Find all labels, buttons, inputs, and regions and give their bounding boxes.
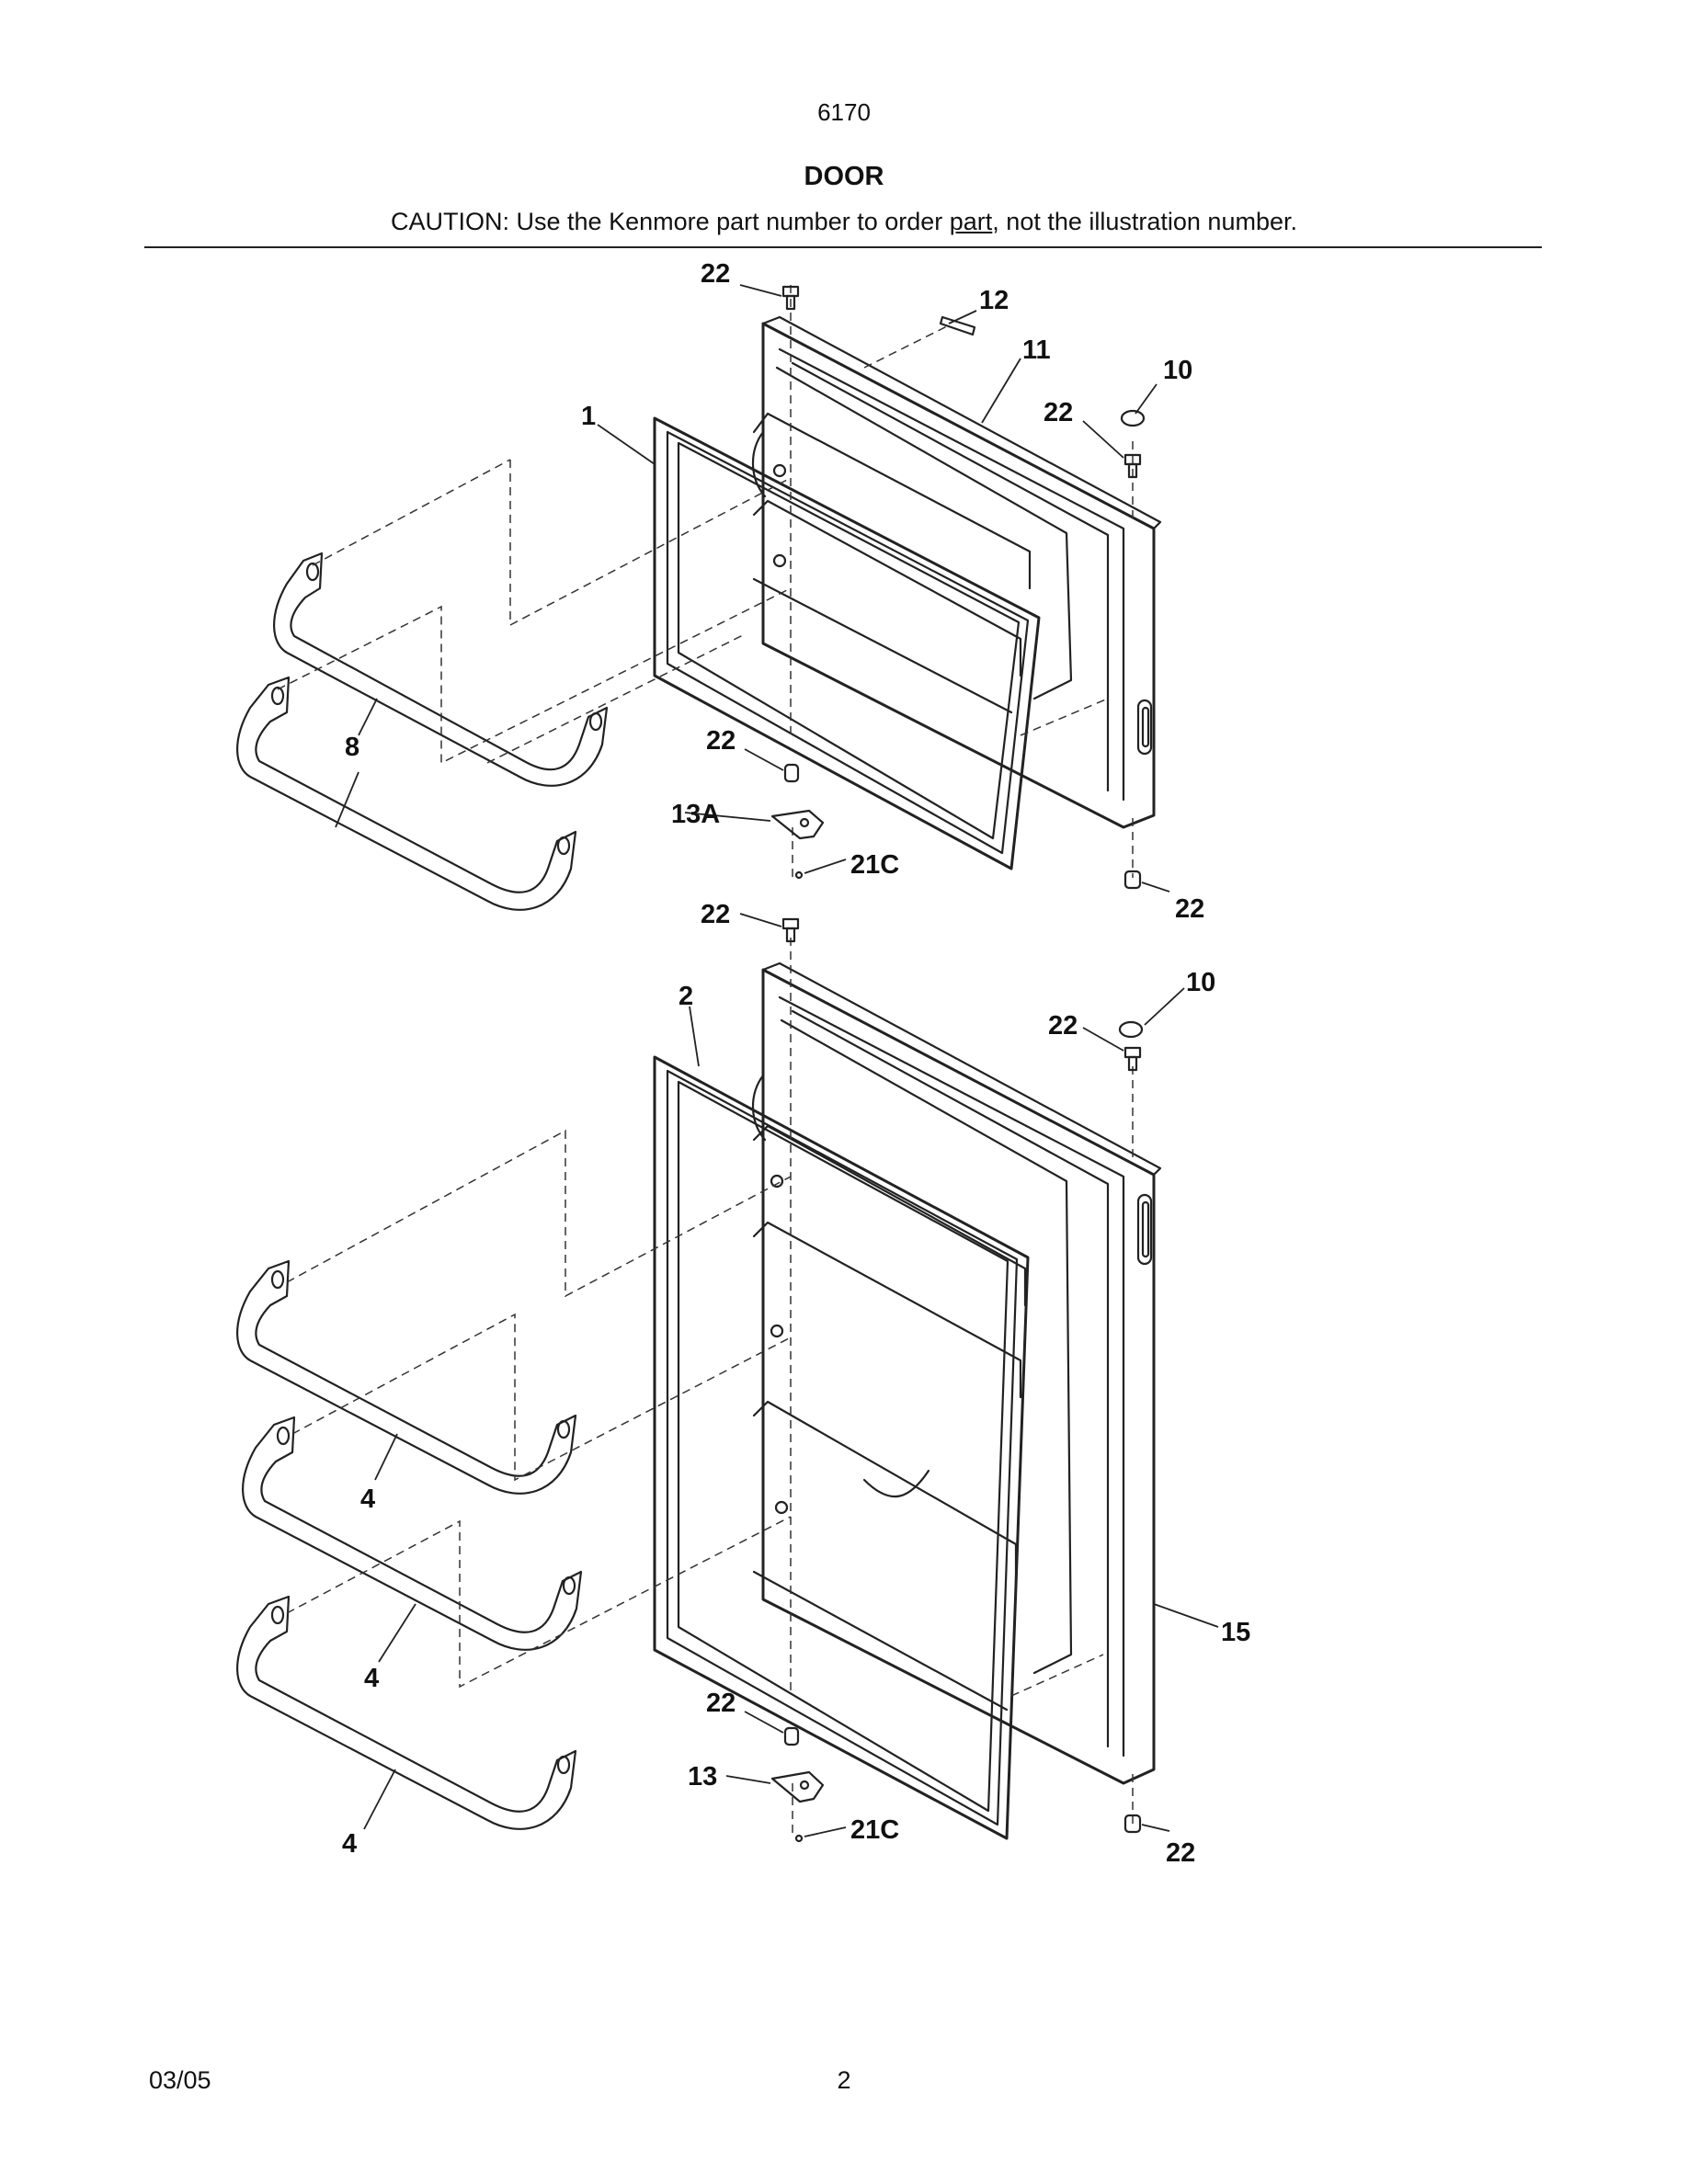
fresh-food-door-liner-shelves — [752, 1124, 1027, 1712]
fresh-food-shelf-bar-1 — [236, 1259, 577, 1495]
callout-22-lower-top-left: 22 — [701, 900, 730, 929]
freezer-shelf-bar-lower — [236, 676, 577, 911]
callout-4-bottom: 4 — [342, 1829, 357, 1859]
callout-4-top: 4 — [360, 1484, 375, 1514]
callout-10-lower: 10 — [1186, 968, 1215, 997]
hinge-13a — [770, 809, 825, 840]
freezer-door-outer-panel — [751, 315, 1162, 829]
callout-21c-lower: 21C — [850, 1815, 899, 1845]
callout-12: 12 — [979, 286, 1009, 315]
screw-top-right-upper — [1123, 453, 1142, 479]
screw-top-left-lower — [781, 917, 800, 943]
leader-lines — [335, 284, 1219, 1837]
fresh-food-shelf-bar-2 — [242, 1416, 583, 1651]
hole-plug-upper — [1120, 409, 1146, 427]
callout-11: 11 — [1022, 336, 1051, 365]
screw-hinge-upper-left — [783, 763, 800, 783]
callout-13: 13 — [688, 1762, 717, 1792]
callout-22-lower-bottom-right: 22 — [1166, 1838, 1195, 1868]
hole-plug-lower — [1118, 1020, 1144, 1039]
callout-1: 1 — [581, 402, 596, 431]
callout-2: 2 — [679, 982, 693, 1011]
callout-22-upper-bottom-right: 22 — [1175, 894, 1204, 924]
callout-22-lower-hinge: 22 — [706, 1689, 736, 1718]
caution-part-word: part — [949, 208, 993, 235]
hinge-pin-upper — [794, 870, 804, 880]
freezer-door-gasket — [653, 416, 1041, 870]
fresh-food-door-outer-panel — [751, 961, 1162, 1785]
caution-suffix: , not the illustration number. — [992, 208, 1297, 235]
caution-prefix: CAUTION: Use the Kenmore part number to … — [391, 208, 950, 235]
callout-13a: 13A — [671, 800, 720, 829]
screw-bottom-right-upper — [1123, 870, 1142, 890]
callout-22-upper-right: 22 — [1044, 398, 1073, 427]
footer-date: 03/05 — [149, 2066, 211, 2094]
screw-hinge-lower-left — [783, 1726, 800, 1746]
hinge-pin-lower — [794, 1834, 804, 1843]
fresh-food-door-gasket — [653, 1055, 1030, 1840]
label-plate — [939, 315, 976, 336]
screw-top-left-upper — [781, 285, 800, 311]
callout-10-upper: 10 — [1163, 356, 1192, 385]
model-number: 6170 — [817, 98, 871, 126]
callout-22-upper-hinge: 22 — [706, 726, 736, 756]
fresh-food-shelf-bar-3 — [236, 1595, 577, 1830]
callout-22-lower-right: 22 — [1048, 1011, 1078, 1041]
callout-22-top-left: 22 — [701, 259, 730, 289]
hinge-13 — [770, 1770, 825, 1803]
header-rule — [144, 246, 1542, 248]
footer-page-number: 2 — [837, 2066, 851, 2094]
caution-note: CAUTION: Use the Kenmore part number to … — [0, 208, 1688, 236]
freezer-shelf-bar-upper — [273, 552, 609, 787]
callout-4-middle: 4 — [364, 1664, 379, 1693]
callout-8: 8 — [345, 733, 359, 762]
callout-21c-upper: 21C — [850, 850, 899, 880]
screw-top-right-lower — [1123, 1046, 1142, 1072]
callout-15: 15 — [1221, 1618, 1250, 1647]
page-title: DOOR — [804, 162, 884, 191]
screw-bottom-right-lower — [1123, 1814, 1142, 1834]
freezer-door-liner-shelves — [752, 412, 1032, 714]
